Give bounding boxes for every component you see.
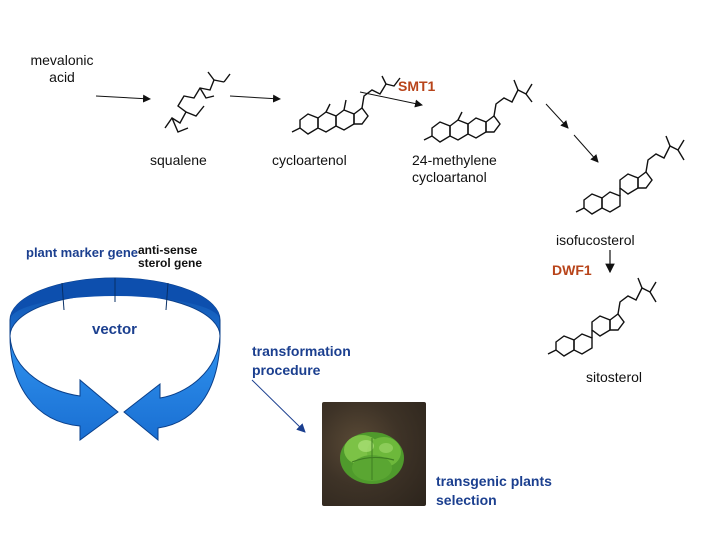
isofucosterol-label: isofucosterol [556,232,635,248]
cycloartenol-structure [291,75,401,135]
pathway-arrows [95,91,615,433]
mevalonic-acid-label: mevalonic acid [30,52,94,85]
arrow-smt1 [359,91,423,108]
transgenic-selection-label: transgenic plants selection [436,473,552,508]
arrow-squalene-to-cycloartenol [229,94,281,103]
squalene-structure [164,71,231,133]
segment-divider-1 [61,282,65,311]
methylene-cycloartanol-structure [423,79,533,143]
cycloartenol-label: cycloartenol [272,152,347,168]
transgenic-plant-photo [322,402,426,506]
vector-arrow-right [123,335,221,442]
methylene-cycloartanol-label: 24-methylene cycloartanol [412,152,497,185]
antisense-gene-label: anti-sense sterol gene [138,243,203,270]
segment-divider-3 [165,282,169,311]
vector-arrow-left [9,335,119,441]
transformation-procedure-label: transformation procedure [252,343,351,378]
plant-marker-gene-label: plant marker gene [26,245,138,260]
arrow-methylene-to-isofucosterol-1 [545,103,569,129]
vector-label: vector [92,321,138,338]
isofucosterol-structure [575,135,685,215]
arrow-mevalonic-to-squalene [95,94,151,103]
arrow-transformation [251,379,306,433]
vector-plasmid [9,277,221,442]
enzyme-dwf1: DWF1 [552,262,592,278]
enzyme-smt1: SMT1 [398,78,436,94]
arrow-methylene-to-isofucosterol-2 [573,134,599,163]
squalene-label: squalene [150,152,207,168]
sitosterol-label: sitosterol [586,369,643,385]
seedling-image [340,432,404,484]
sitosterol-structure [547,277,657,357]
